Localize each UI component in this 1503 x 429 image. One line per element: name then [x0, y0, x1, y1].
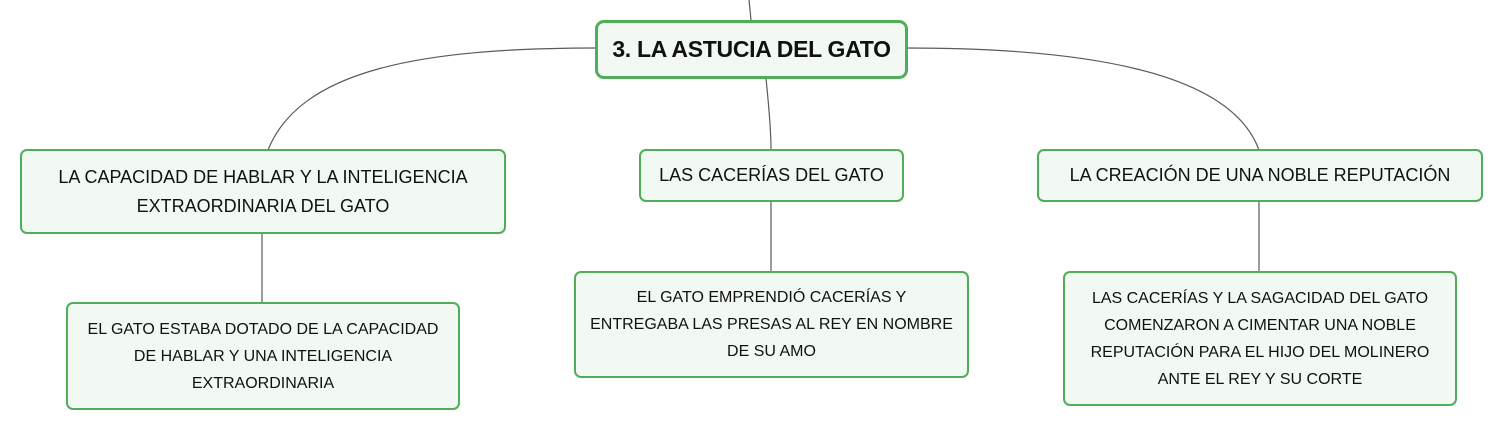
detail-node-text: EL GATO EMPRENDIÓ CACERÍAS Y ENTREGABA L…: [590, 289, 953, 360]
branch-node-1[interactable]: LA CAPACIDAD DE HABLAR Y LA INTELIGENCIA…: [20, 149, 506, 234]
branch-node-2[interactable]: LAS CACERÍAS DEL GATO: [639, 149, 904, 202]
connector-root-to-branch-1: [267, 47, 597, 151]
branch-node-3[interactable]: LA CREACIÓN DE UNA NOBLE REPUTACIÓN: [1037, 149, 1483, 202]
detail-node-2[interactable]: EL GATO EMPRENDIÓ CACERÍAS Y ENTREGABA L…: [574, 271, 969, 378]
root-node-label: 3. LA ASTUCIA DEL GATO: [612, 36, 891, 62]
root-node[interactable]: 3. LA ASTUCIA DEL GATO: [595, 20, 908, 79]
connector-root-to-branch-3: [905, 47, 1260, 151]
branch-node-label: LAS CACERÍAS DEL GATO: [659, 165, 884, 185]
branch-node-label: LA CAPACIDAD DE HABLAR Y LA INTELIGENCIA…: [58, 166, 468, 216]
detail-node-text: EL GATO ESTABA DOTADO DE LA CAPACIDAD DE…: [87, 320, 439, 392]
detail-node-3[interactable]: LAS CACERÍAS Y LA SAGACIDAD DEL GATO COM…: [1063, 271, 1457, 406]
connector-parent-to-root: [748, 0, 752, 21]
detail-node-text: LAS CACERÍAS Y LA SAGACIDAD DEL GATO COM…: [1090, 289, 1430, 388]
connector-root-to-branch-2: [765, 77, 772, 150]
detail-node-1[interactable]: EL GATO ESTABA DOTADO DE LA CAPACIDAD DE…: [66, 302, 460, 410]
branch-node-label: LA CREACIÓN DE UNA NOBLE REPUTACIÓN: [1069, 165, 1451, 185]
